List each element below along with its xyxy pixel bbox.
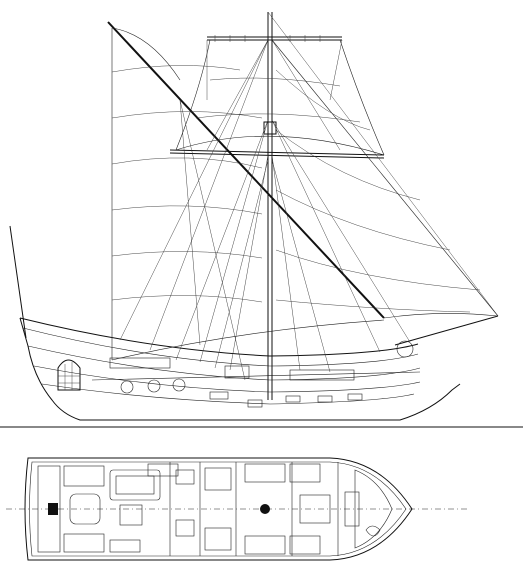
deck-outline [24,457,413,561]
porthole-row [120,378,186,394]
bow-fitting [365,525,381,537]
cabins [69,462,360,556]
topsail-yard [207,35,342,42]
main-yard [169,149,385,159]
rigging [119,11,499,381]
deck-plan [6,457,470,561]
mainmast [263,12,277,400]
bunks [37,463,393,555]
lateen-gaff [107,21,385,319]
stern-post [48,503,58,515]
mast-step [260,504,270,514]
sail-plan [0,11,523,428]
sail-seams [111,65,481,313]
hull-profile [9,225,499,421]
sail-outlines [111,27,499,361]
